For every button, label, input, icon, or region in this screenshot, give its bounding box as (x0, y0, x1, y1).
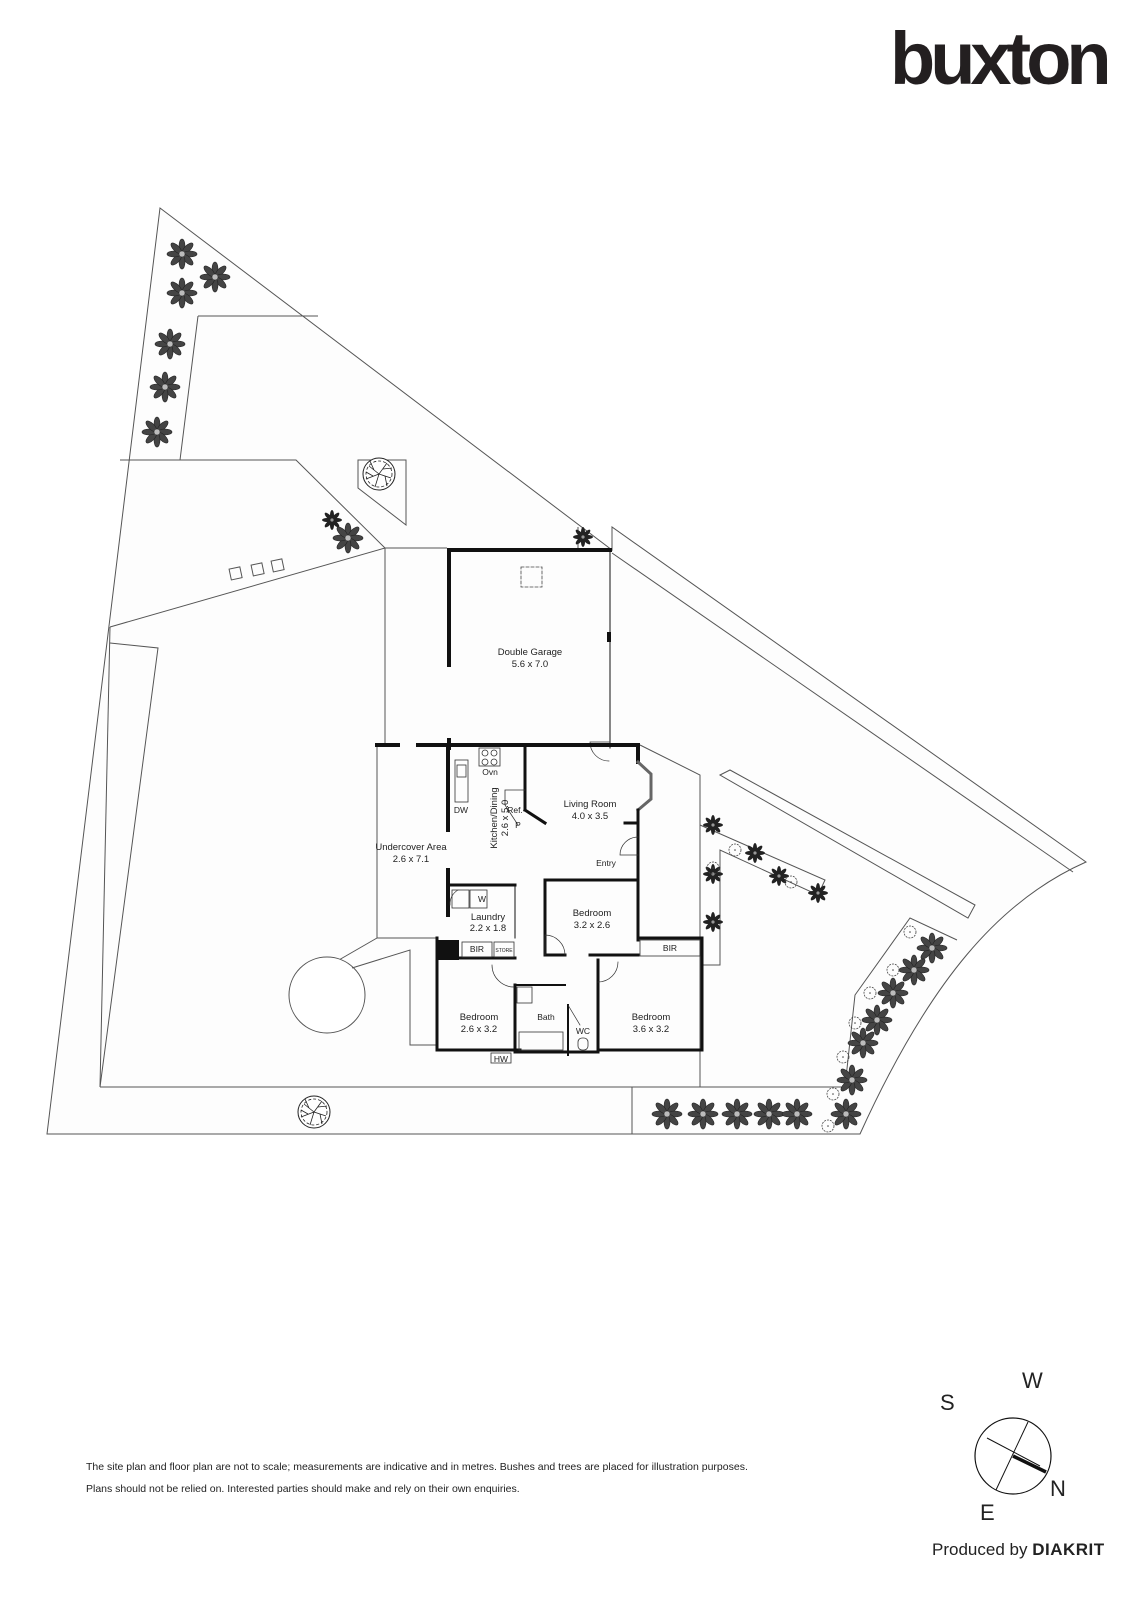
room-bedroom-2-size: 2.6 x 3.2 (461, 1024, 497, 1035)
fixture-oven: Ovn (482, 767, 498, 777)
produced-by-prefix: Produced by (932, 1540, 1028, 1559)
room-double-garage-size: 5.6 x 7.0 (512, 659, 548, 670)
room-kitchen-size: 2.6 x 5.0 (500, 800, 511, 836)
compass-south-label: S (940, 1390, 955, 1415)
room-bedroom-3-name: Bedroom (632, 1012, 671, 1023)
compass-needle-ew (995, 1421, 1029, 1491)
produced-by: Produced by DIAKRIT (932, 1540, 1105, 1560)
room-living-size: 4.0 x 3.5 (572, 811, 608, 822)
property-boundary (46, 207, 1088, 1135)
fixture-bir-left: BIR (470, 944, 484, 954)
house-walls (375, 548, 704, 1064)
fixture-wc: WC (576, 1026, 590, 1036)
fixture-store: STORE (495, 948, 513, 954)
fixture-washer: W (478, 894, 486, 904)
room-laundry-name: Laundry (471, 912, 506, 923)
compass-west-label: W (1022, 1368, 1043, 1393)
fixture-dishwasher: DW (454, 805, 468, 815)
room-kitchen-name: Kitchen/Dining (489, 787, 500, 848)
room-bedroom-3-size: 3.6 x 3.2 (633, 1024, 669, 1035)
fixture-bir-right: BIR (663, 943, 677, 953)
fixture-bath: Bath (537, 1012, 555, 1022)
room-undercover-size: 2.6 x 7.1 (393, 854, 429, 865)
room-laundry-size: 2.2 x 1.8 (470, 923, 506, 934)
room-undercover-name: Undercover Area (375, 842, 447, 853)
fixture-hot-water: HW (494, 1054, 508, 1064)
fixture-refrigerator: Ref. (507, 805, 523, 815)
diakrit-brand: DIAKRIT (1032, 1540, 1105, 1559)
disclaimer: The site plan and floor plan are not to … (86, 1456, 748, 1500)
fixture-pantry: P (515, 820, 521, 830)
compass-east-label: E (980, 1500, 995, 1525)
room-double-garage-name: Double Garage (498, 647, 562, 658)
fixture-entry: Entry (596, 858, 617, 868)
room-labels: Double Garage 5.6 x 7.0 Living Room 4.0 … (375, 647, 677, 1064)
room-bedroom-1-name: Bedroom (573, 908, 612, 919)
disclaimer-line-1: The site plan and floor plan are not to … (86, 1461, 748, 1473)
disclaimer-line-2: Plans should not be relied on. Intereste… (86, 1483, 520, 1495)
compass-north-pointer (1012, 1454, 1047, 1474)
room-living-name: Living Room (564, 799, 617, 810)
compass-north-label: N (1050, 1476, 1066, 1501)
room-bedroom-2-name: Bedroom (460, 1012, 499, 1023)
buxton-logo: buxton (890, 17, 1112, 100)
room-bedroom-1-size: 3.2 x 2.6 (574, 920, 610, 931)
compass-rose (974, 1417, 1052, 1495)
